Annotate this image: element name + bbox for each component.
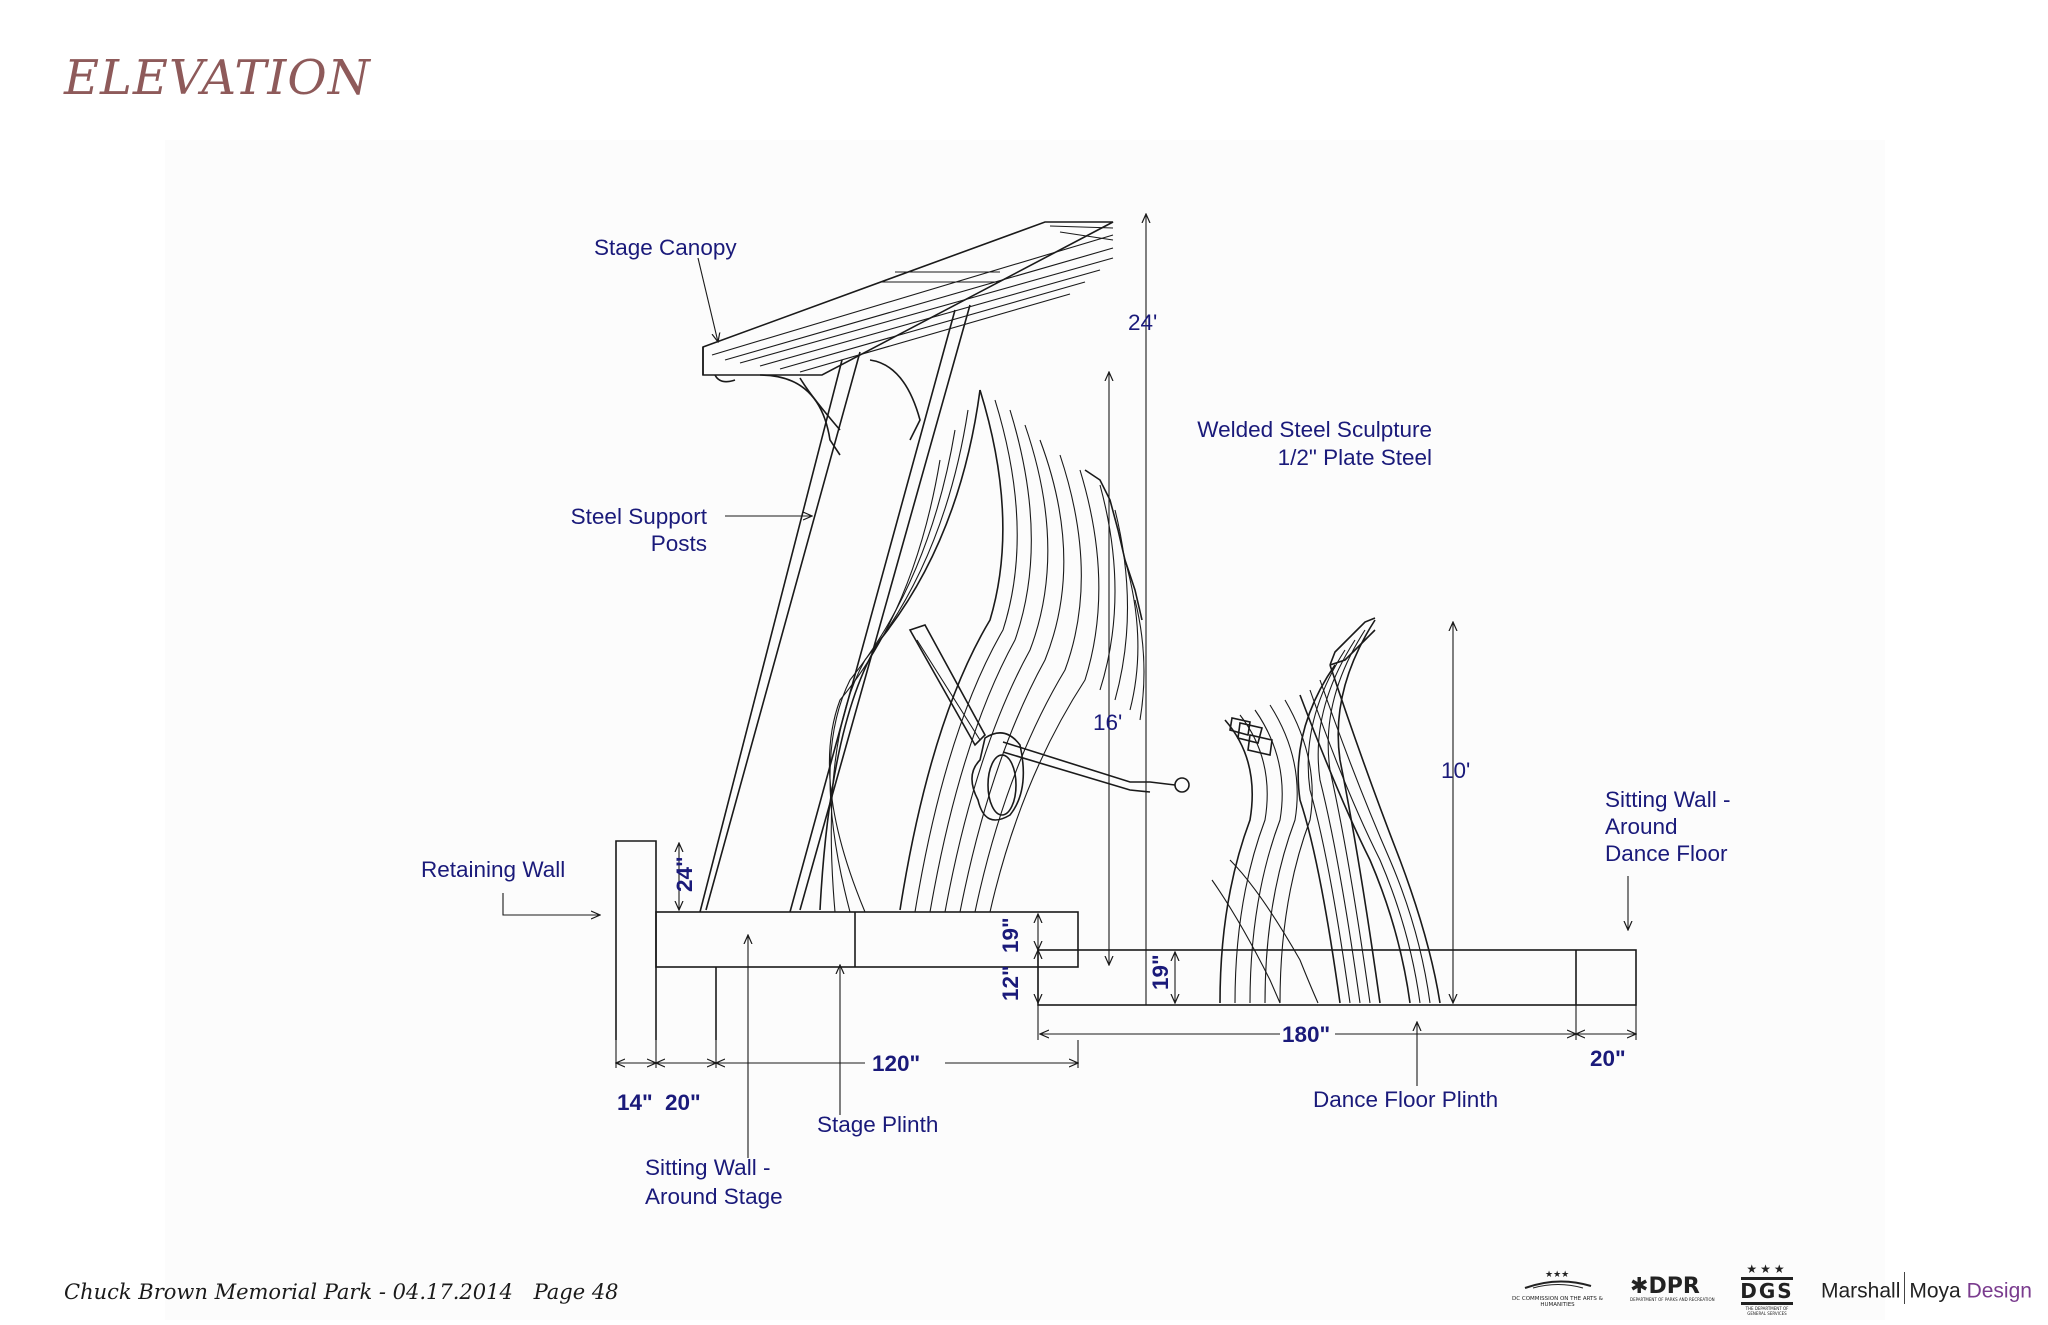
drawing-area: Stage Canopy Steel Support Posts Welded … [165, 140, 1885, 1320]
elevation-drawing: Stage Canopy Steel Support Posts Welded … [421, 140, 1730, 1209]
footer-page-number: Page 48 [533, 1280, 619, 1304]
footer: Chuck Brown Memorial Park - 04.17.2014 P… [64, 1280, 633, 1304]
stage-sculpture [819, 389, 1190, 913]
sponsor-logos: ★★★ DC COMMISSION ON THE ARTS & HUMANITI… [1505, 1262, 2032, 1322]
dgs-bar-bottom [1741, 1302, 1793, 1305]
steel-support-label-line1: Steel Support [571, 504, 708, 529]
sitting-wall-dance-label-line3: Dance Floor [1605, 841, 1728, 866]
stage-plinth-label: Stage Plinth [817, 1112, 938, 1137]
dim-24in: 24" [672, 856, 697, 892]
mmd-marshall: Marshall [1821, 1279, 1901, 1303]
stage-canopy-label: Stage Canopy [594, 235, 737, 260]
dimension-lines [616, 214, 1636, 1068]
dim-10ft: 10' [1441, 758, 1470, 783]
mmd-separator [1904, 1272, 1906, 1304]
dc-stars-icon: ★★★ [1746, 1262, 1788, 1276]
dim-16ft: 16' [1093, 710, 1122, 735]
welded-sculpture-label-line2: 1/2" Plate Steel [1278, 445, 1432, 470]
dance-floor-sculpture [1211, 617, 1441, 1004]
dim-20in-left: 20" [665, 1090, 701, 1115]
leaf-icon: ✱ [1630, 1274, 1649, 1299]
welded-sculpture-label-line1: Welded Steel Sculpture [1197, 417, 1432, 442]
steel-support-label-line2: Posts [651, 531, 707, 556]
footer-project: Chuck Brown Memorial Park - 04.17.2014 [64, 1280, 513, 1304]
dim-20in-right: 20" [1590, 1046, 1626, 1071]
dim-dance-19in: 19" [1148, 954, 1173, 990]
dpr-logo: ✱DPR DEPARTMENT OF PARKS AND RECREATION [1630, 1274, 1715, 1302]
page-title: ELEVATION [64, 50, 371, 106]
sitting-wall-stage-label-line1: Sitting Wall - [645, 1155, 770, 1180]
dc-arts-commission-icon: ★★★ [1524, 1270, 1592, 1289]
dgs-text: DGS [1740, 1279, 1794, 1303]
dpr-text: DPR [1648, 1274, 1700, 1299]
stage-plinth [655, 911, 1079, 1040]
retaining-wall [615, 840, 657, 1040]
dc-arts-commission-logo: ★★★ DC COMMISSION ON THE ARTS & HUMANITI… [1505, 1262, 1610, 1317]
mmd-moya: Moya [1909, 1279, 1961, 1303]
dim-120in: 120" [872, 1051, 920, 1076]
dim-180in: 180" [1282, 1022, 1330, 1047]
dim-24ft: 24' [1128, 310, 1157, 335]
steel-support-posts [699, 304, 971, 913]
dance-floor-plinth-label: Dance Floor Plinth [1313, 1087, 1498, 1112]
marshall-moya-design-logo: Marshall Moya Design [1821, 1272, 2032, 1308]
dgs-bar [1741, 1277, 1793, 1280]
dpr-caption: DEPARTMENT OF PARKS AND RECREATION [1630, 1297, 1715, 1302]
retaining-wall-label: Retaining Wall [421, 857, 565, 882]
dim-stage-19in: 19" [998, 917, 1023, 953]
sitting-wall-stage-label-line2: Around Stage [645, 1184, 783, 1209]
svg-text:★★★: ★★★ [1545, 1270, 1569, 1280]
dc-arts-commission-caption: DC COMMISSION ON THE ARTS & HUMANITIES [1512, 1296, 1603, 1308]
dim-14in: 14" [617, 1090, 653, 1115]
sitting-wall-dance-label-line1: Sitting Wall - [1605, 787, 1730, 812]
dim-stage-12in: 12" [998, 965, 1023, 1001]
mmd-design: Design [1966, 1279, 2032, 1303]
stage-canopy [702, 221, 1114, 383]
dgs-logo: ★★★ DGS THE DEPARTMENT OF GENERAL SERVIC… [1737, 1262, 1797, 1320]
sitting-wall-dance-label-line2: Around [1605, 814, 1678, 839]
dgs-caption: THE DEPARTMENT OF GENERAL SERVICES [1745, 1306, 1789, 1316]
leader-arrows [502, 257, 1628, 1158]
